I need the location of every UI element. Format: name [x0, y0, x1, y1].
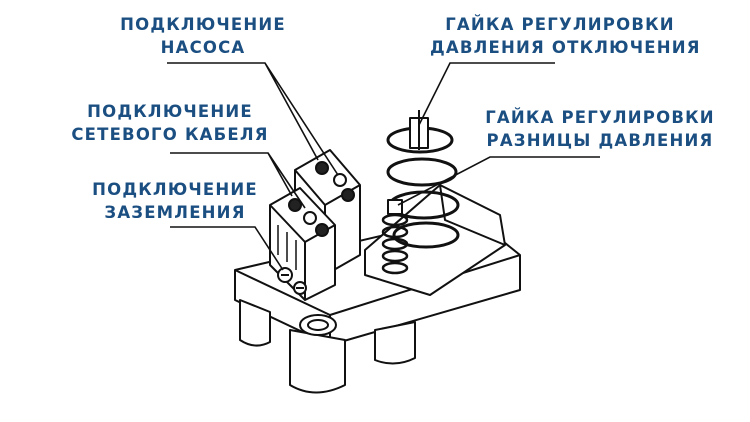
label-power-cable-connection: ПОДКЛЮЧЕНИЕ СЕТЕВОГО КАБЕЛЯ	[70, 100, 270, 146]
label-line: НАСОСА	[160, 38, 246, 57]
label-pump-connection: ПОДКЛЮЧЕНИЕ НАСОСА	[118, 13, 288, 59]
leader-ground	[170, 226, 284, 271]
mounting-leg	[289, 329, 346, 394]
label-line: РАЗНИЦЫ ДАВЛЕНИЯ	[486, 131, 714, 150]
label-cutoff-pressure-nut: ГАЙКА РЕГУЛИРОВКИ ДАВЛЕНИЯ ОТКЛЮЧЕНИЯ	[430, 13, 701, 59]
leader-cable	[170, 152, 306, 209]
label-line: ПОДКЛЮЧЕНИЕ	[120, 15, 286, 34]
differential-nut	[387, 199, 403, 215]
label-line: ГАЙКА РЕГУЛИРОВКИ	[445, 15, 675, 34]
label-line: ЗАЗЕМЛЕНИЯ	[104, 203, 246, 222]
leader-lines	[167, 62, 600, 271]
leader-pump	[167, 62, 339, 176]
label-differential-pressure-nut: ГАЙКА РЕГУЛИРОВКИ РАЗНИЦЫ ДАВЛЕНИЯ	[480, 106, 720, 152]
leader-cutoff-nut	[418, 62, 555, 126]
label-ground-connection: ПОДКЛЮЧЕНИЕ ЗАЗЕМЛЕНИЯ	[80, 178, 270, 224]
label-line: ПОДКЛЮЧЕНИЕ	[87, 102, 253, 121]
label-line: ДАВЛЕНИЯ ОТКЛЮЧЕНИЯ	[430, 38, 701, 57]
label-line: ГАЙКА РЕГУЛИРОВКИ	[485, 108, 715, 127]
leader-diff-nut	[397, 156, 600, 206]
label-line: СЕТЕВОГО КАБЕЛЯ	[71, 125, 269, 144]
label-line: ПОДКЛЮЧЕНИЕ	[92, 180, 258, 199]
